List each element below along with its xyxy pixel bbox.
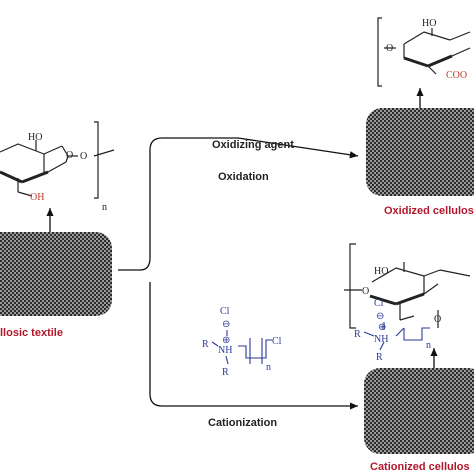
cellulose-unit-structure	[0, 121, 115, 199]
cationized-r2-label: R	[376, 352, 383, 363]
arrow-to-oxidized	[237, 137, 359, 159]
cationization-label: Cationization	[208, 417, 277, 429]
cationized-ether-oxygen-label: O	[434, 314, 441, 325]
branching-brace-lower	[149, 282, 238, 407]
cationized-oxygen-label: O	[362, 286, 369, 297]
cellulosic-textile-label: llosic textile	[0, 327, 63, 339]
oxidized-oxygen-label: O	[386, 43, 393, 54]
branching-brace	[118, 137, 238, 271]
reagent-chloride-charge: ⊖	[222, 319, 230, 330]
reagent-r1-label: R	[202, 339, 209, 350]
cationized-chloride-charge: ⊖	[376, 311, 384, 322]
reagent-n-label: n	[266, 362, 271, 373]
cationized-ammonium-charge: ⊕	[378, 322, 386, 333]
hydroxyl-label: HO	[28, 132, 42, 143]
cationized-nh-label: NH	[374, 334, 388, 345]
oxidized-cellulose-label: Oxidized cellulos	[384, 205, 474, 217]
oxidized-unit-structure	[377, 17, 471, 87]
cationized-textile-block	[364, 368, 474, 454]
oxidizing-agent-label: Oxidizing agent	[212, 139, 294, 151]
cationizing-reagent-structure	[211, 330, 272, 365]
carboxylate-label: COO	[446, 70, 467, 81]
cationized-chain	[363, 322, 430, 351]
oxidized-textile-block	[366, 108, 474, 196]
reagent-terminal-cl-label: Cl	[272, 336, 282, 347]
linkage-oxygen-label: O	[80, 151, 87, 162]
cationized-r1-label: R	[354, 329, 361, 340]
reagent-r2-label: R	[222, 367, 229, 378]
reagent-chloride-label: Cl	[220, 306, 230, 317]
reagent-ammonium-charge: ⊕	[222, 335, 230, 346]
primary-hydroxyl-label: OH	[30, 192, 44, 203]
oxidation-label: Oxidation	[218, 171, 269, 183]
reagent-nh-label: NH	[218, 345, 232, 356]
raw-textile-block	[0, 232, 112, 316]
repeat-unit-n: n	[102, 202, 107, 213]
cationized-chloride-label: Cl	[374, 298, 384, 309]
cationized-n-label: n	[426, 340, 431, 351]
ring-oxygen-label: O	[66, 150, 73, 161]
oxidized-ho-label: HO	[422, 18, 436, 29]
cationized-unit-structure	[344, 243, 471, 329]
cationized-cellulose-label: Cationized cellulos	[370, 461, 470, 473]
cationized-ho-label: HO	[374, 266, 388, 277]
